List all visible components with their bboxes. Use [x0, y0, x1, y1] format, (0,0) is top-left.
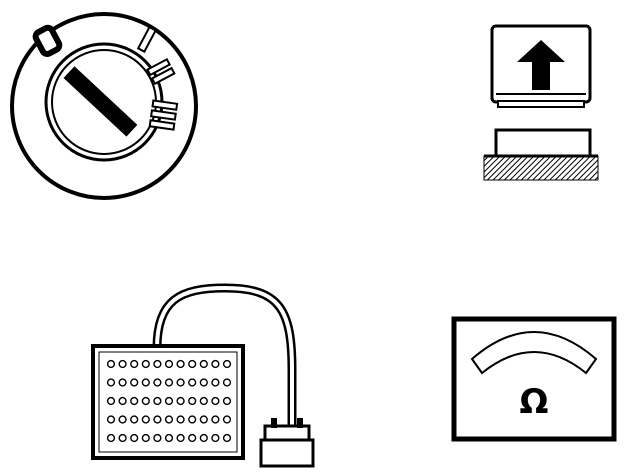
ohm-symbol: Ω — [520, 382, 549, 422]
position-1-label — [136, 25, 157, 53]
socket-hole — [106, 378, 116, 387]
socket-hole — [164, 415, 174, 424]
socket-hole — [199, 378, 208, 387]
socket-hole — [222, 396, 232, 406]
push-button — [483, 24, 599, 181]
socket-hole — [211, 359, 220, 369]
socket-hole — [222, 378, 232, 387]
up-arrow-icon — [517, 40, 565, 90]
plug — [259, 418, 315, 468]
socket-hole — [141, 433, 150, 443]
socket-hole — [153, 378, 162, 387]
socket-hole — [106, 359, 116, 369]
socket-hole — [176, 378, 185, 387]
socket-hole — [130, 415, 139, 424]
socket-hole — [188, 359, 197, 369]
position-3-label — [148, 99, 179, 131]
socket-hole — [153, 433, 162, 443]
key-slot — [63, 66, 138, 137]
socket-hole — [211, 378, 220, 387]
socket-hole — [164, 359, 174, 369]
socket-hole — [164, 433, 174, 443]
socket-hole — [153, 415, 162, 424]
meter-scale-arc — [470, 331, 598, 375]
connector-adapter — [91, 283, 315, 468]
socket-hole — [118, 378, 127, 387]
socket-hole — [130, 359, 139, 369]
socket-hole — [141, 378, 150, 387]
socket-hole — [141, 359, 150, 369]
socket-hole — [211, 433, 220, 443]
button-base — [483, 155, 599, 181]
ohmmeter-icon: Ω — [451, 316, 617, 442]
socket-hole — [118, 396, 127, 406]
socket-hole — [211, 396, 220, 406]
socket-hole — [199, 396, 208, 406]
socket-hole — [199, 433, 208, 443]
socket-hole — [106, 433, 116, 443]
socket-hole — [164, 396, 174, 406]
socket-hole — [164, 378, 174, 387]
socket-hole — [188, 396, 197, 406]
socket-hole — [153, 396, 162, 406]
socket-hole — [188, 378, 197, 387]
socket-hole — [118, 415, 127, 424]
socket-hole — [106, 396, 116, 406]
socket-hole — [130, 378, 139, 387]
socket-hole — [130, 396, 139, 406]
button-pressed — [483, 128, 599, 181]
socket-hole — [141, 415, 150, 424]
socket-hole — [188, 433, 197, 443]
socket-hole — [106, 415, 116, 424]
position-0-label — [32, 24, 63, 57]
socket-hole — [176, 396, 185, 406]
socket-hole — [199, 415, 208, 424]
socket-hole — [176, 415, 185, 424]
rotary-switch — [10, 12, 198, 200]
socket-hole — [141, 396, 150, 406]
socket-hole — [222, 359, 232, 369]
socket-hole — [118, 433, 127, 443]
socket-hole — [153, 359, 162, 369]
socket-hole — [130, 433, 139, 443]
socket-hole — [176, 433, 185, 443]
socket-hole — [222, 433, 232, 443]
socket-grid — [106, 359, 232, 443]
button-released — [490, 24, 592, 108]
position-2-label — [146, 57, 176, 86]
socket-hole — [176, 359, 185, 369]
socket-hole — [211, 415, 220, 424]
socket-hole — [199, 359, 208, 369]
socket-hole — [222, 415, 232, 424]
socket-hole — [118, 359, 127, 369]
socket-hole — [188, 415, 197, 424]
